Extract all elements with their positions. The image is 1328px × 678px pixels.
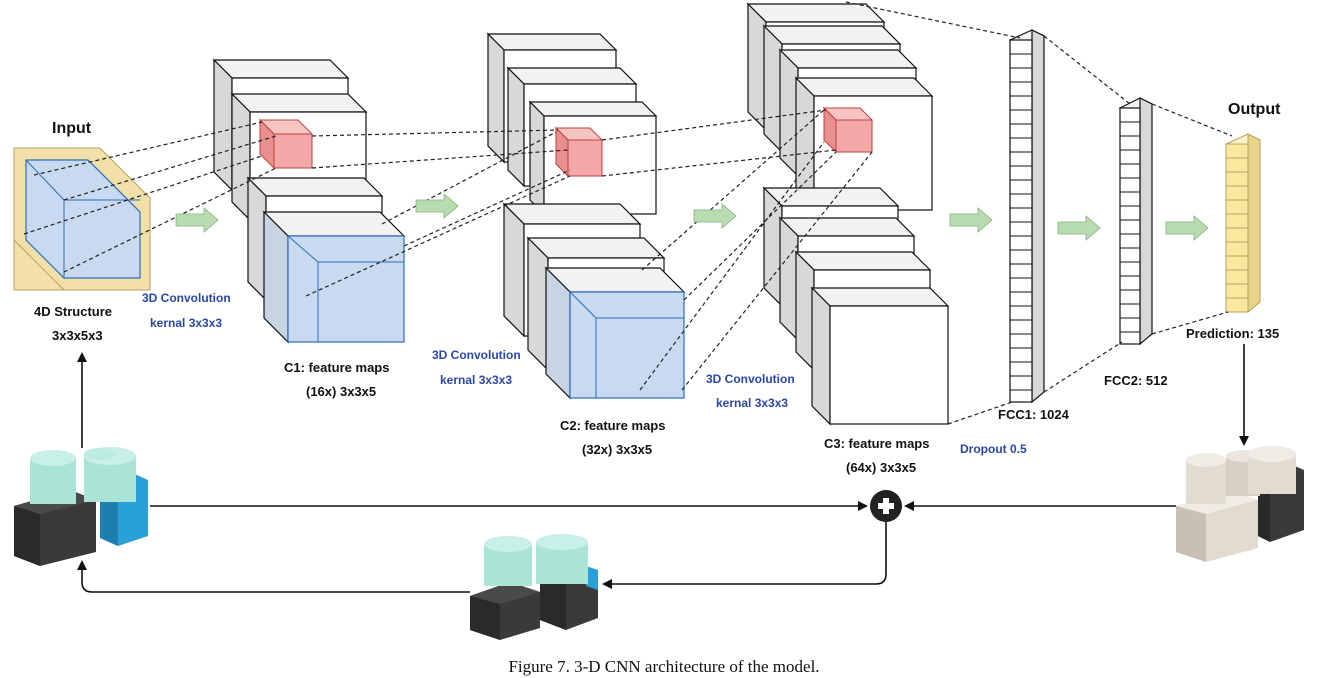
green-arrow-icon xyxy=(175,207,219,233)
conv3-label-line1: 3D Convolution xyxy=(706,372,795,386)
c2-kernel-cube xyxy=(554,126,604,178)
dropout-label: Dropout 0.5 xyxy=(960,442,1027,456)
conv2-label-line1: 3D Convolution xyxy=(432,348,521,362)
fcc1-label: FCC1: 1024 xyxy=(998,407,1070,422)
plus-circle-icon xyxy=(870,490,902,522)
conv3-label-line2: kernal 3x3x3 xyxy=(716,396,788,410)
c1-label-line1: C1: feature maps xyxy=(284,360,389,375)
conv1-label-line1: 3D Convolution xyxy=(142,291,231,305)
prediction-label: Prediction: 135 xyxy=(1186,326,1279,341)
input-cube xyxy=(13,147,151,291)
c3-label-line1: C3: feature maps xyxy=(824,436,929,451)
green-arrow-icon xyxy=(1057,215,1101,241)
output-label: Output xyxy=(1228,101,1281,118)
feedback-arrows xyxy=(77,344,1249,593)
c3-label-line2: (64x) 3x3x5 xyxy=(846,460,916,475)
conv1-label-line2: kernal 3x3x3 xyxy=(150,316,222,330)
input-block-assembly xyxy=(14,447,148,566)
structure-label-line1: 4D Structure xyxy=(34,304,112,319)
output-layer xyxy=(1224,133,1262,314)
residual-block-assembly xyxy=(470,534,598,640)
green-arrow-icon xyxy=(1165,215,1209,241)
green-arrow-icon xyxy=(693,203,737,229)
c1-feature-stack xyxy=(212,58,406,344)
c3-kernel-cube xyxy=(822,106,874,154)
structure-label-line2: 3x3x5x3 xyxy=(52,328,103,343)
c3-feature-stack xyxy=(746,2,950,426)
fcc2-label: FCC2: 512 xyxy=(1104,373,1168,388)
c2-label-line2: (32x) 3x3x5 xyxy=(582,442,652,457)
c2-feature-stack xyxy=(486,32,686,400)
c1-kernel-cube xyxy=(258,118,314,170)
green-arrow-icon xyxy=(415,193,459,219)
output-block-assembly xyxy=(1176,446,1304,562)
fcc2-layer xyxy=(1118,97,1154,346)
green-arrow-icon xyxy=(949,207,993,233)
fcc1-layer xyxy=(1008,29,1046,404)
figure-caption: Figure 7. 3-D CNN architecture of the mo… xyxy=(508,657,819,676)
c1-label-line2: (16x) 3x3x5 xyxy=(306,384,376,399)
projection-lines xyxy=(23,1,1233,425)
c2-label-line1: C2: feature maps xyxy=(560,418,665,433)
input-label: Input xyxy=(52,120,92,137)
conv2-label-line2: kernal 3x3x3 xyxy=(440,373,512,387)
